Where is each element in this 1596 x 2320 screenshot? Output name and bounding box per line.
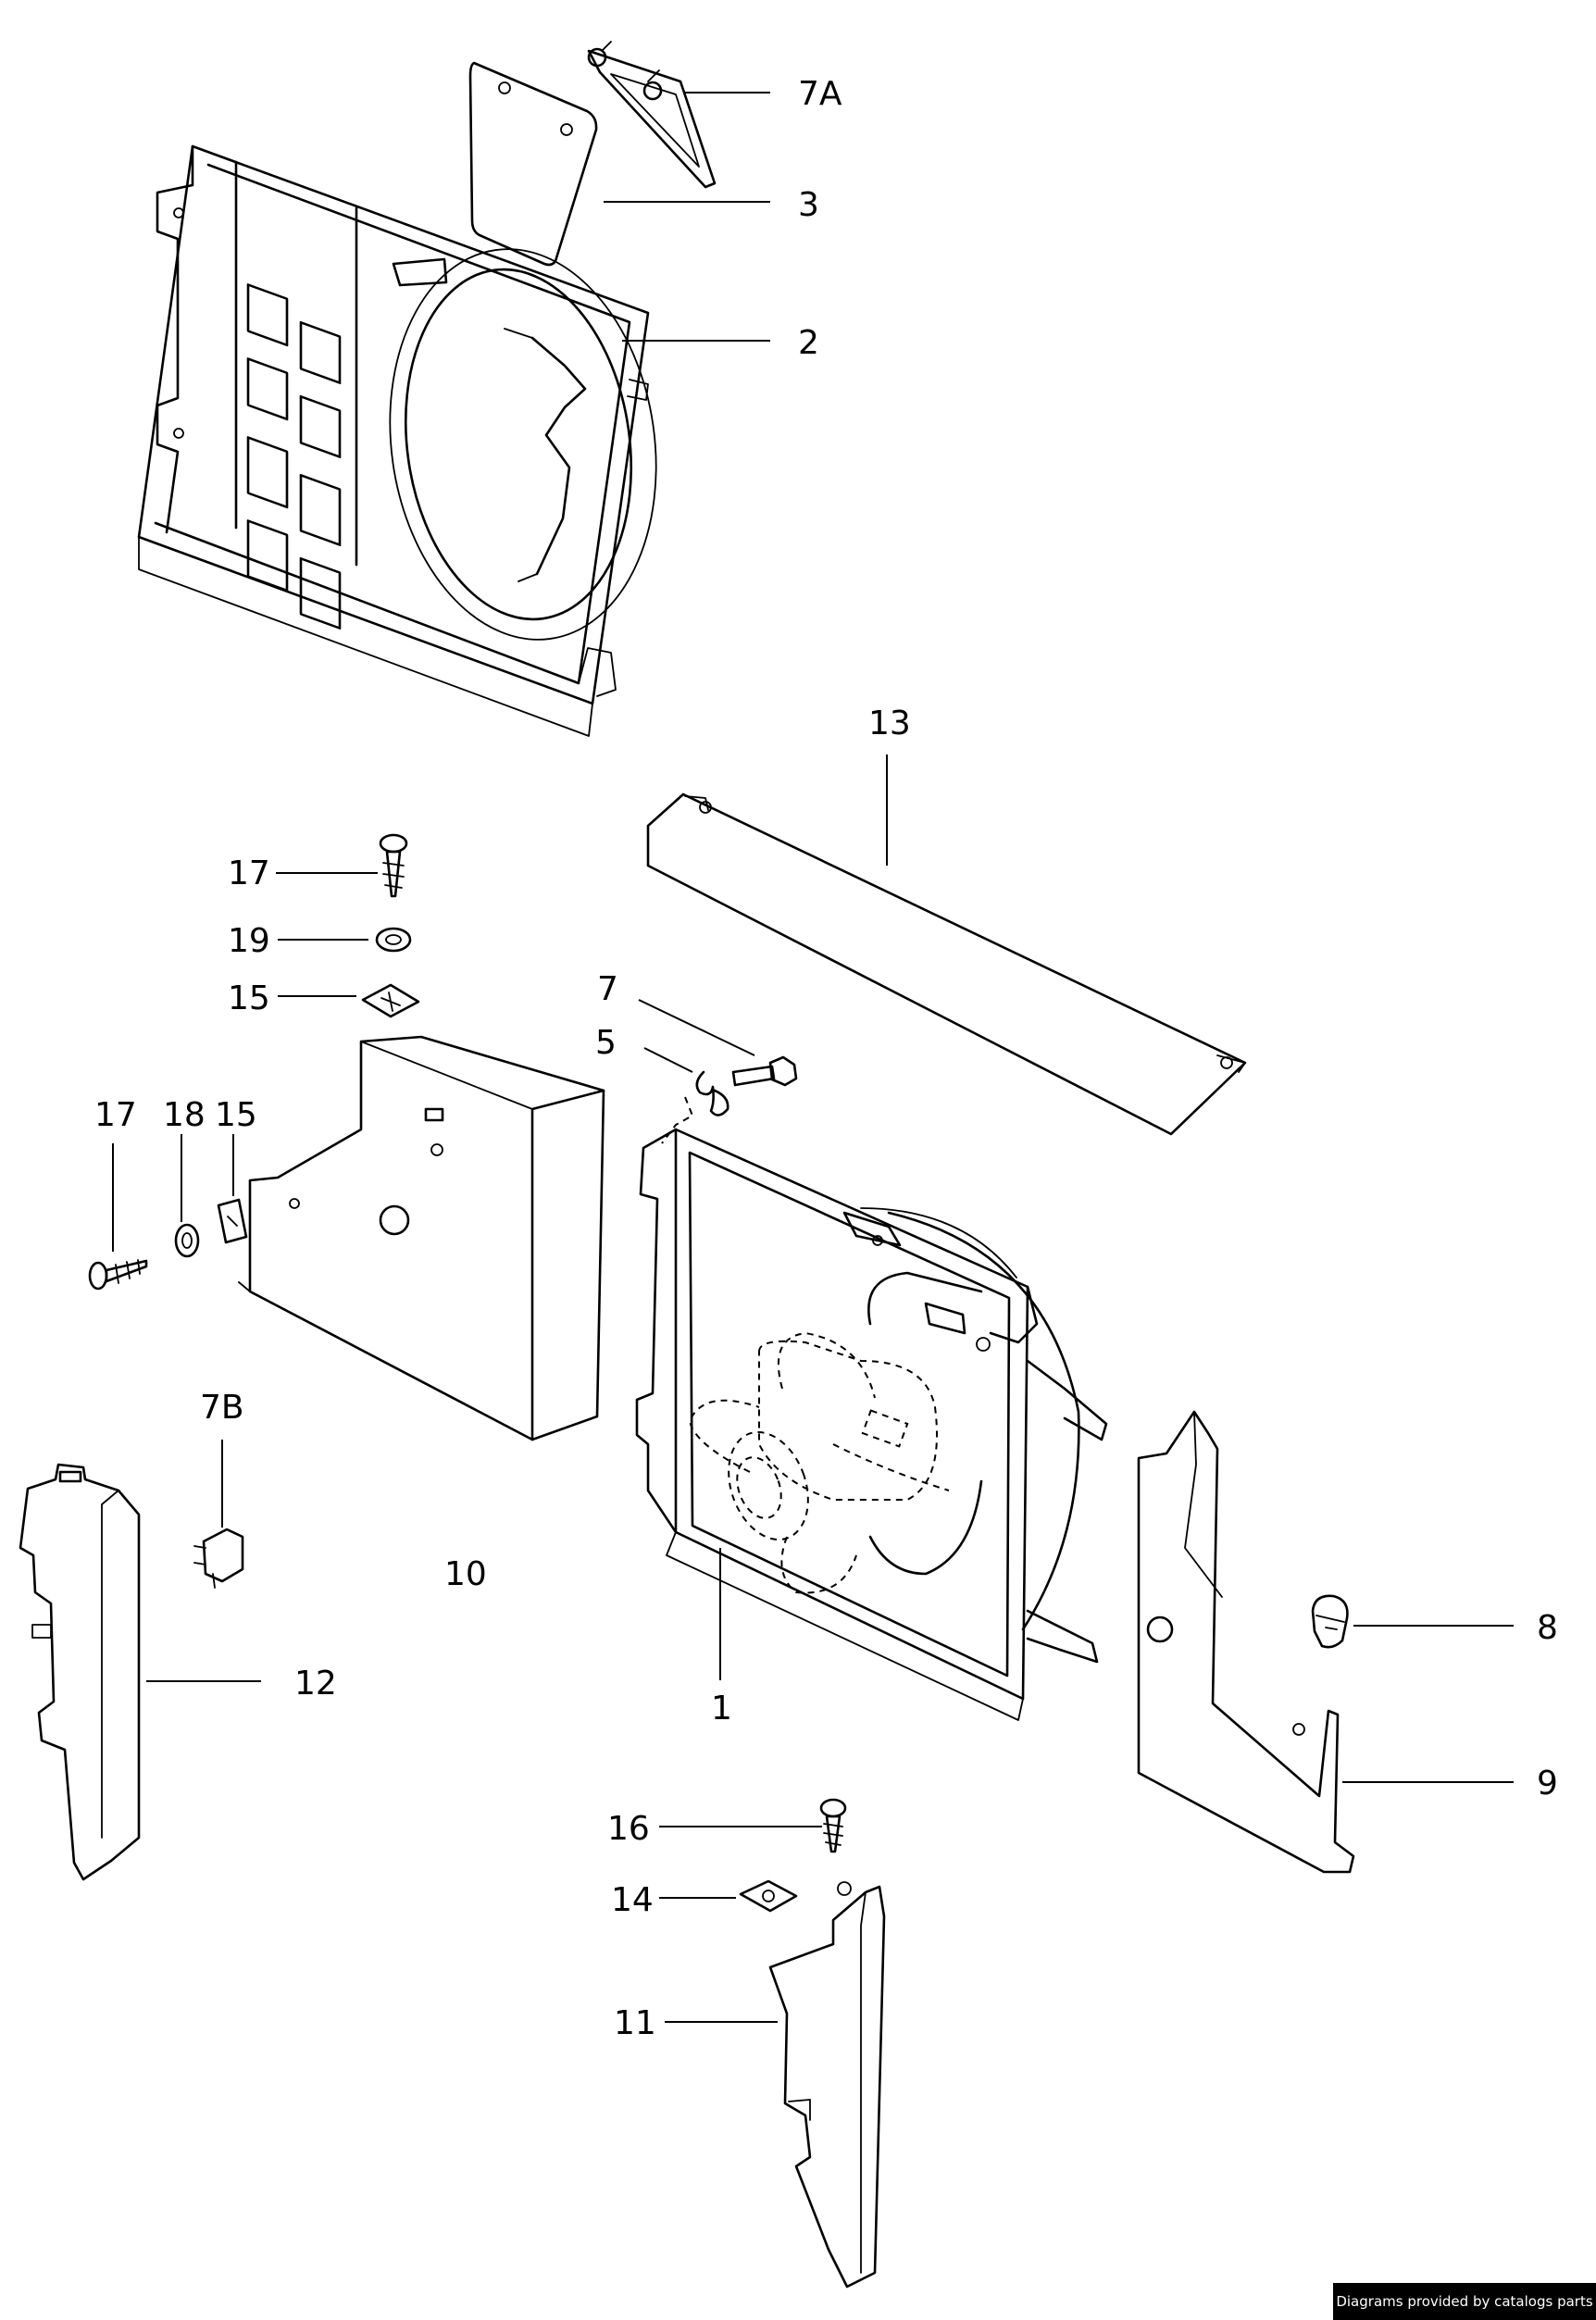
callout-18: 18 [163, 1096, 206, 1134]
callout-5: 5 [595, 1024, 617, 1062]
gasket-plate[interactable] [468, 61, 598, 267]
callout-19: 19 [228, 922, 270, 960]
screw-16[interactable] [819, 1798, 847, 1853]
bracket-7a[interactable] [587, 41, 717, 189]
side-panel-left[interactable] [19, 1463, 141, 1881]
washer-19[interactable] [375, 927, 412, 953]
callout-15-left: 15 [215, 1096, 257, 1134]
callout-10: 10 [444, 1555, 487, 1593]
fan-frame-main[interactable] [635, 1128, 1108, 1721]
callout-labels: 7A 3 2 13 17 19 15 7 5 17 18 15 7B 10 12… [94, 75, 1558, 2042]
leader-lines [112, 92, 1514, 2023]
callout-2: 2 [798, 324, 819, 362]
callout-8: 8 [1537, 1609, 1558, 1647]
callout-12: 12 [294, 1665, 337, 1703]
callout-17-upper: 17 [228, 854, 270, 892]
credit-banner: Diagrams provided by catalogs parts [1333, 2283, 1596, 2320]
clip-nut-15-upper[interactable] [361, 983, 420, 1018]
fan-shroud-upper[interactable] [137, 144, 680, 737]
callout-11: 11 [614, 2004, 656, 2042]
callout-16: 16 [607, 1810, 650, 1848]
callout-7: 7 [597, 970, 618, 1008]
callout-9: 9 [1537, 1765, 1558, 1802]
washer-18[interactable] [174, 1223, 200, 1258]
air-duct[interactable] [238, 1035, 605, 1441]
bolt-7[interactable] [731, 1055, 798, 1087]
clip-8[interactable] [1311, 1594, 1349, 1649]
callout-17-left: 17 [94, 1096, 137, 1134]
callout-7b: 7B [200, 1389, 244, 1427]
clip-nut-14[interactable] [739, 1879, 798, 1913]
callout-7a: 7A [798, 75, 842, 113]
callout-14: 14 [611, 1881, 654, 1919]
side-panel-right[interactable] [1137, 1410, 1355, 1874]
clip-5[interactable] [661, 1070, 729, 1144]
clip-7b[interactable] [193, 1528, 244, 1589]
screw-17-left[interactable] [88, 1259, 148, 1291]
top-cover-strip[interactable] [646, 792, 1247, 1136]
callout-15-upper: 15 [228, 979, 270, 1017]
clip-nut-15-left[interactable] [217, 1198, 248, 1244]
side-panel-lower[interactable] [768, 1881, 886, 2289]
screw-17-upper[interactable] [379, 833, 408, 898]
callout-1: 1 [711, 1690, 732, 1728]
callout-3: 3 [798, 186, 819, 224]
callout-13: 13 [868, 705, 911, 742]
